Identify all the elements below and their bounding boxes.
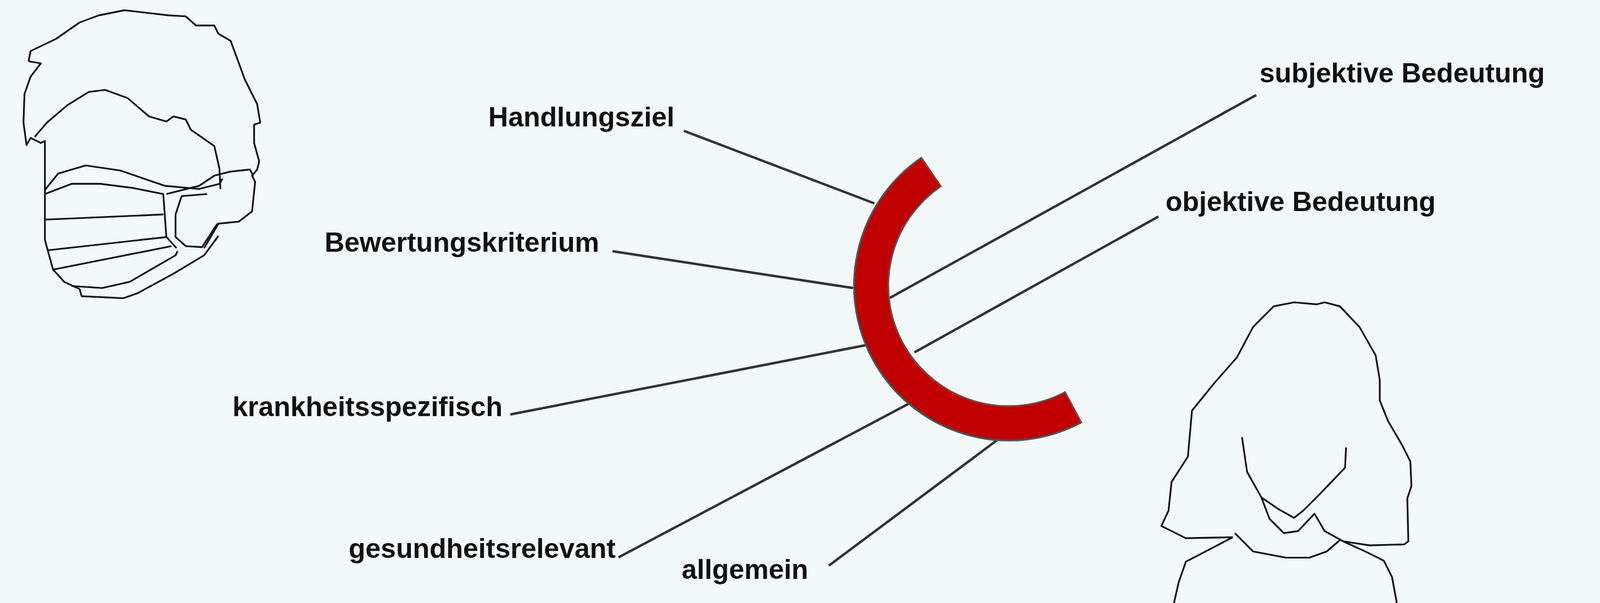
- leader-lines: [510, 95, 1257, 566]
- woman-figure: [1161, 302, 1412, 603]
- category-label: Handlungsziel: [488, 101, 675, 134]
- category-label: gesundheitsrelevant: [348, 532, 616, 565]
- red-bracket-arc: [854, 157, 1082, 441]
- category-label: subjektive Bedeutung: [1259, 57, 1546, 90]
- category-label: objektive Bedeutung: [1165, 186, 1436, 219]
- category-label: krankheitsspezifisch: [232, 391, 503, 423]
- masked-man-figure: [23, 10, 261, 299]
- category-label: allgemein: [681, 553, 809, 586]
- category-label: Bewertungskriterium: [324, 226, 600, 259]
